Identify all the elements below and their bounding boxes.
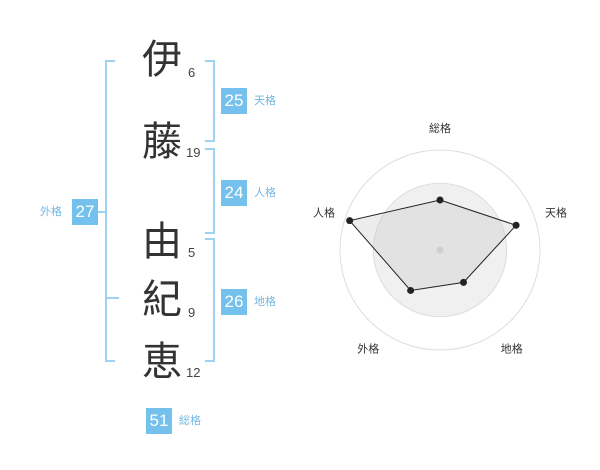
jinkaku-bracket	[205, 148, 215, 234]
soukaku-badge: 51	[146, 408, 172, 434]
name-char-3: 由	[142, 219, 182, 265]
radar-series-polygon	[348, 199, 517, 291]
chikaku-bracket	[205, 238, 215, 362]
radar-center-dot	[436, 246, 444, 254]
name-char-4: 紀	[142, 277, 182, 323]
gaikaku-tick	[95, 211, 105, 213]
radar-ring-3	[339, 149, 541, 351]
tenkaku-bracket	[205, 60, 215, 142]
tenkaku-badge: 25	[221, 88, 247, 114]
stroke-count-2: 19	[186, 145, 201, 160]
chikaku-badge: 26	[221, 289, 247, 315]
radar-point-1	[436, 196, 444, 204]
stroke-count-1: 6	[188, 65, 196, 80]
gaikaku-badge: 27	[72, 199, 98, 225]
stroke-count-4: 9	[188, 305, 196, 320]
gaikaku-bracket	[105, 60, 115, 362]
radar-axis-label-3: 地格	[501, 342, 523, 356]
radar-point-5	[346, 217, 354, 225]
soukaku-label: 総格	[179, 414, 201, 427]
chikaku-label: 地格	[254, 295, 276, 308]
stroke-count-3: 5	[188, 245, 196, 260]
radar-axis-label-1: 総格	[429, 121, 451, 135]
radar-point-4	[407, 286, 415, 294]
radar-axis-label-4: 外格	[357, 342, 379, 356]
radar-point-3	[460, 278, 468, 286]
tenkaku-label: 天格	[254, 94, 276, 107]
jinkaku-label: 人格	[254, 186, 276, 199]
gaikaku-label: 外格	[40, 205, 62, 218]
radar-point-2	[512, 221, 520, 229]
jinkaku-badge: 24	[221, 180, 247, 206]
name-char-2: 藤	[142, 119, 182, 165]
name-char-5: 恵	[142, 339, 182, 385]
radar-axis-label-5: 人格	[313, 205, 335, 219]
gaikaku-inner-tick	[107, 297, 119, 299]
stroke-count-5: 12	[186, 365, 201, 380]
name-char-1: 伊	[142, 37, 182, 83]
radar-axis-label-2: 天格	[545, 205, 567, 219]
